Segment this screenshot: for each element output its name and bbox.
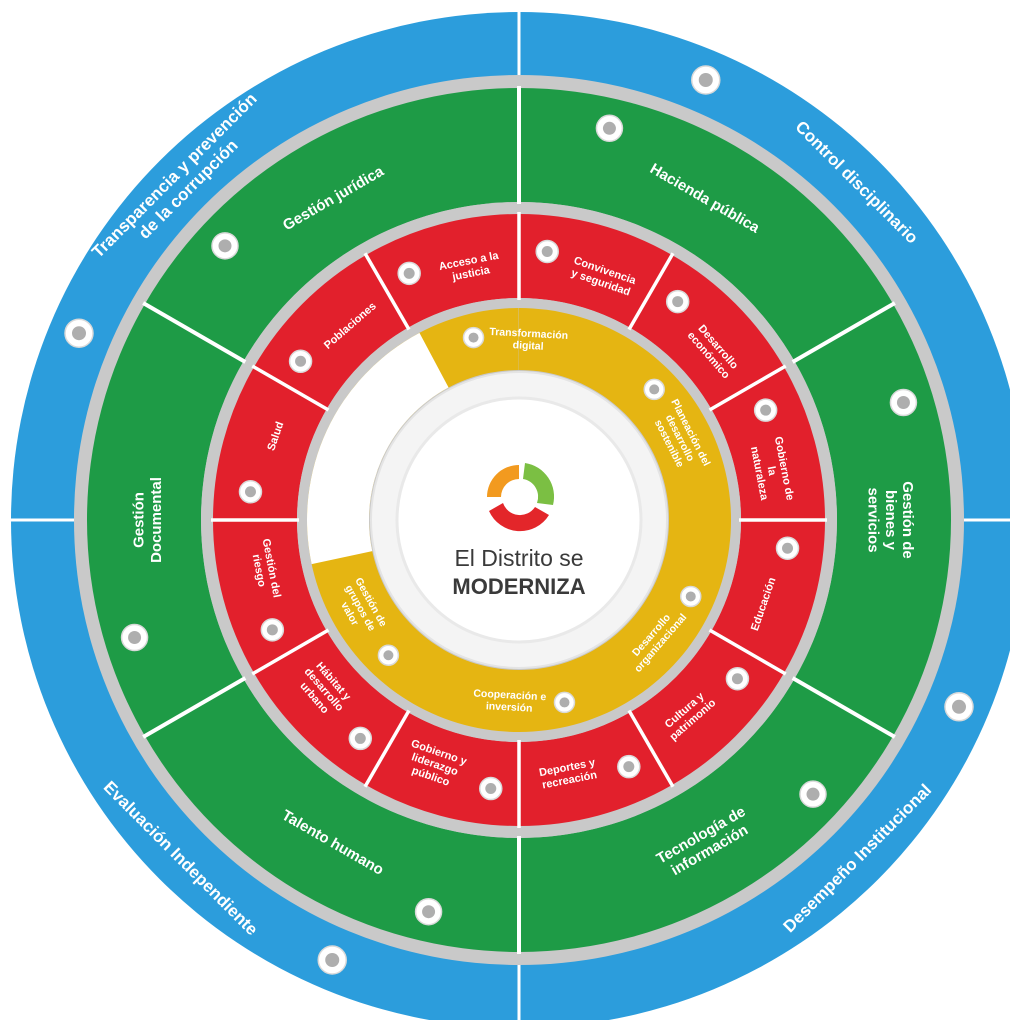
red-segment-convivencia-y-seguridad xyxy=(519,214,672,328)
yellow-organization-icon xyxy=(679,585,702,608)
red-segment-acceso-a-la-justicia xyxy=(366,214,519,328)
logo-title-line1: El Distrito se xyxy=(454,545,583,571)
green-divider-5 xyxy=(142,301,247,364)
red-health-icon xyxy=(238,480,263,504)
outer-clipboard-icon xyxy=(317,945,347,975)
green-segment-hacienda-publica xyxy=(519,88,894,361)
red-divider-10 xyxy=(251,364,330,412)
red-segment-cultura-y-patrimonio xyxy=(630,631,785,786)
outer-magnifier-icon-glyph xyxy=(71,326,86,341)
outer-clipboard-icon-glyph xyxy=(325,953,340,968)
yellow-groups-icon xyxy=(377,644,400,666)
red-segment-desarrollo-economico xyxy=(630,254,785,409)
center-logo: El Distrito se MODERNIZA xyxy=(370,371,668,669)
divider-layer xyxy=(9,10,1010,1020)
red-culture-icon-glyph xyxy=(731,673,743,685)
logo-red-swirl xyxy=(489,503,549,532)
yellow-digital-icon-glyph xyxy=(468,332,479,343)
outer-magnifier-icon xyxy=(64,318,94,348)
yellow-label-transformacion-digital: Transformacióndigital xyxy=(488,326,568,354)
yellow-ring-white-gap xyxy=(307,332,449,565)
red-habitat-icon-glyph xyxy=(354,732,366,744)
green-label-gestion-de-bienes-y-servicios: Gestión debienes yservicios xyxy=(865,481,917,559)
red-divider-7 xyxy=(363,709,411,788)
red-justice-icon-glyph xyxy=(403,267,415,279)
red-habitat-icon xyxy=(348,726,373,751)
red-education-icon-glyph xyxy=(782,542,794,554)
red-shield-icon xyxy=(535,239,559,264)
red-culture-icon xyxy=(725,666,750,691)
logo-mark xyxy=(487,463,555,532)
green-computer-icon xyxy=(799,780,827,808)
red-population-icon xyxy=(288,349,313,374)
green-folder-icon-glyph xyxy=(128,631,142,645)
green-finance-icon xyxy=(595,114,624,143)
green-divider-2 xyxy=(791,676,896,739)
red-segment-poblaciones xyxy=(253,254,408,409)
green-team-icon-glyph xyxy=(422,905,436,919)
red-health-icon-glyph xyxy=(244,486,256,498)
green-divider-4 xyxy=(142,676,247,739)
yellow-cooperation-icon-glyph xyxy=(559,697,570,708)
logo-orange-swirl xyxy=(487,465,519,497)
red-nature-icon xyxy=(753,398,778,422)
logo-green-swirl xyxy=(523,463,555,505)
green-law-icon-glyph xyxy=(218,239,232,253)
red-leadership-icon-glyph xyxy=(485,783,497,795)
red-segment-gestion-del-riesgo xyxy=(213,520,327,673)
red-segment-salud xyxy=(213,367,327,520)
red-sports-icon xyxy=(617,754,641,779)
yellow-label-cooperacion-e-inversion: Cooperación einversión xyxy=(472,687,546,715)
outer-people-icon-glyph xyxy=(698,72,713,87)
green-label-gestion-documental: GestiónDocumental xyxy=(131,477,165,563)
yellow-cooperation-icon xyxy=(553,691,576,714)
logo-title-line2: MODERNIZA xyxy=(452,574,585,599)
red-economy-icon xyxy=(665,289,690,314)
red-shield-icon-glyph xyxy=(541,245,553,257)
yellow-planning-icon-glyph xyxy=(649,384,660,395)
red-segment-educacion xyxy=(711,520,826,673)
outer-people-icon xyxy=(691,65,721,95)
red-leadership-icon xyxy=(479,776,503,801)
red-segment-deportes-y-recreacion xyxy=(519,712,672,827)
red-education-icon xyxy=(775,536,800,560)
green-segment-tecnologia-de-informacion xyxy=(519,679,894,952)
red-economy-icon-glyph xyxy=(672,296,684,308)
red-justice-icon xyxy=(397,261,421,286)
green-folder-icon xyxy=(120,623,149,652)
green-segment-gestion-juridica xyxy=(144,88,520,361)
red-risk-icon xyxy=(260,618,285,642)
green-divider-1 xyxy=(791,301,896,364)
red-divider-8 xyxy=(251,628,330,676)
red-segment-habitat-y-desarrollo-urbano xyxy=(253,631,408,786)
red-divider-4 xyxy=(708,628,787,676)
red-sports-icon-glyph xyxy=(623,761,635,773)
yellow-organization-icon-glyph xyxy=(685,591,696,602)
red-divider-11 xyxy=(363,252,411,331)
yellow-groups-icon-glyph xyxy=(383,650,394,661)
red-population-icon-glyph xyxy=(295,355,307,367)
red-divider-5 xyxy=(627,709,675,788)
red-segment-gobierno-y-liderazgo-publico xyxy=(366,712,519,827)
outer-chart-icon-glyph xyxy=(952,699,967,714)
outer-chart-icon xyxy=(944,692,974,722)
red-segment-gobierno-de-la-naturaleza xyxy=(711,367,826,520)
green-team-icon xyxy=(414,897,443,926)
green-law-icon xyxy=(211,232,239,260)
red-nature-icon-glyph xyxy=(760,404,772,416)
red-divider-1 xyxy=(627,252,675,331)
green-goods-icon xyxy=(889,388,918,417)
icon-layer xyxy=(64,65,974,975)
green-finance-icon-glyph xyxy=(602,121,616,135)
green-computer-icon-glyph xyxy=(806,787,820,801)
green-segment-talento-humano xyxy=(144,679,520,952)
green-goods-icon-glyph xyxy=(896,395,910,409)
yellow-digital-icon xyxy=(462,326,485,349)
red-divider-2 xyxy=(708,364,787,412)
red-risk-icon-glyph xyxy=(266,624,278,636)
yellow-planning-icon xyxy=(643,378,665,401)
